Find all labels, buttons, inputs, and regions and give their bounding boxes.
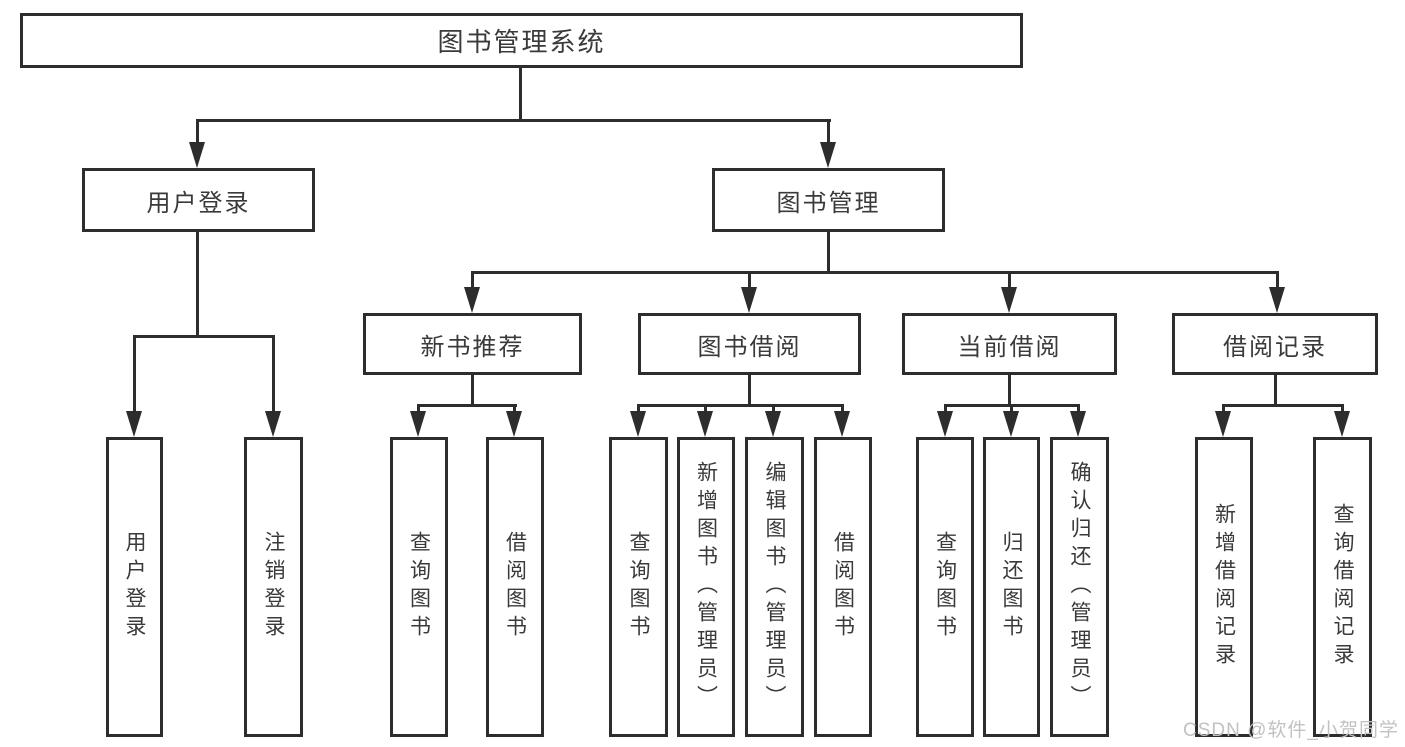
connector-borrowing-stem [748,375,751,407]
connector-records-rail [1222,404,1344,407]
connector-drop [1341,404,1344,414]
leaf-label: 借阅图书 [503,531,527,643]
connector-drop [513,404,516,414]
connector-root-stem [519,68,522,121]
leaf-label: 借阅图书 [831,531,855,643]
connector-level2-rail [196,119,831,122]
arrow-leaf [937,411,953,437]
arrow-leaf [630,411,646,437]
leaf-borrow-books: 借阅图书 [814,437,872,737]
connector-records-stem [1274,375,1277,407]
connector-drop-leaf-logout [272,335,275,413]
connector-drop-current [1008,271,1011,291]
connector-new-book-rail [417,404,517,407]
connector-drop [1222,404,1225,414]
leaf-add-borrow-record: 新增借阅记录 [1195,437,1253,737]
connector-drop-records [1276,271,1279,291]
node-book-management: 图书管理 [712,168,945,232]
leaf-label: 新增图书（管理员） [694,461,718,713]
arrow-leaf [1003,411,1019,437]
connector-drop [772,404,775,414]
node-library-management-system: 图书管理系统 [20,13,1023,68]
connector-drop [1077,404,1080,414]
arrow-new-book [464,287,480,313]
csdn-watermark: CSDN @软件_小贺同学 [1183,720,1399,741]
arrow-leaf-logout [265,411,281,437]
arrow-leaf [765,411,781,437]
leaf-edit-books-admin: 编辑图书（管理员） [745,437,804,737]
connector-drop-user-login [196,119,199,147]
leaf-label: 归还图书 [1000,531,1023,643]
connector-level3-rail [471,271,1279,274]
arrow-leaf [506,411,522,437]
leaf-query-books: 查询图书 [916,437,974,737]
arrow-current [1001,287,1017,313]
leaf-query-books: 查询图书 [609,437,668,737]
node-book-borrowing: 图书借阅 [638,313,861,375]
arrow-book-management [820,142,836,168]
connector-drop [417,404,420,414]
leaf-label: 确认归还（管理员） [1068,461,1091,713]
arrow-leaf-login [126,411,142,437]
node-borrowing-records: 借阅记录 [1172,313,1378,375]
connector-user-login-rail [133,335,275,338]
connector-current-stem [1008,375,1011,407]
leaf-query-borrow-record: 查询借阅记录 [1313,437,1372,737]
leaf-label: 新增借阅记录 [1212,503,1236,671]
arrow-user-login [189,142,205,168]
connector-drop-book-management [827,119,830,147]
leaf-label: 注销登录 [262,531,285,643]
leaf-logout: 注销登录 [244,437,303,737]
leaf-return-books: 归还图书 [983,437,1040,737]
arrow-records [1269,287,1285,313]
leaf-query-books: 查询图书 [390,437,448,737]
leaf-label: 查询图书 [933,531,957,643]
arrow-leaf [1215,411,1231,437]
leaf-label: 编辑图书（管理员） [763,461,786,713]
connector-drop-leaf-login [133,335,136,413]
connector-drop-new-book [471,271,474,291]
connector-drop [841,404,844,414]
connector-drop [704,404,707,414]
leaf-label: 查询图书 [407,531,431,643]
connector-drop [637,404,640,414]
leaf-label: 查询借阅记录 [1331,503,1354,671]
node-current-borrowing: 当前借阅 [902,313,1117,375]
connector-user-login-stem [196,232,199,338]
node-new-book-recommendation: 新书推荐 [363,313,582,375]
arrow-borrowing [741,287,757,313]
connector-new-book-stem [471,375,474,407]
leaf-borrow-books: 借阅图书 [486,437,544,737]
arrow-leaf [834,411,850,437]
leaf-add-books-admin: 新增图书（管理员） [677,437,735,737]
connector-drop [1010,404,1013,414]
arrow-leaf [410,411,426,437]
node-user-login: 用户登录 [82,168,315,232]
connector-borrowing-rail [637,404,844,407]
arrow-leaf [697,411,713,437]
connector-drop-borrowing [748,271,751,291]
leaf-confirm-return-admin: 确认归还（管理员） [1050,437,1109,737]
leaf-label: 用户登录 [123,531,146,643]
arrow-leaf [1070,411,1086,437]
connector-book-management-stem [827,232,830,274]
leaf-user-login: 用户登录 [106,437,163,737]
arrow-leaf [1334,411,1350,437]
connector-drop [944,404,947,414]
leaf-label: 查询图书 [627,531,650,643]
